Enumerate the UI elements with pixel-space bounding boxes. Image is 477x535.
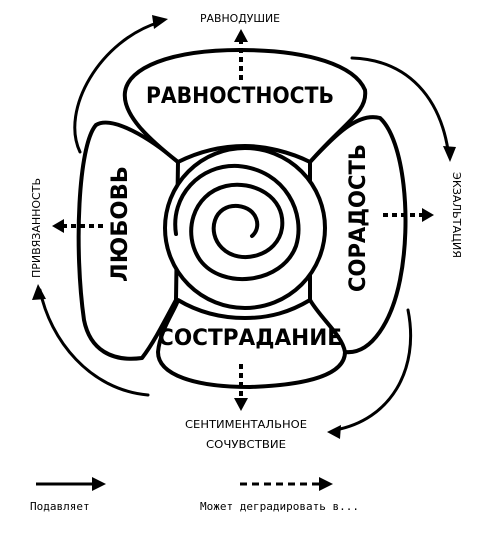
- degradation-right-label: ЭКЗАЛЬТАЦИЯ: [450, 172, 463, 258]
- arrow-right-to-bottom: [333, 308, 413, 432]
- arrow-right-to-bottom-head: [327, 425, 341, 439]
- legend: Подавляет Может деградировать в...: [30, 477, 359, 513]
- arrow-bottom-to-left: [38, 288, 150, 397]
- arrow-top-to-right: [350, 56, 450, 152]
- petals: [76, 48, 408, 389]
- center-spiral: [173, 163, 301, 282]
- degradation-bottom-label-line2: СОЧУВСТВИЕ: [206, 438, 286, 451]
- arrow-top-to-right-head: [443, 146, 456, 162]
- suppression-arrows: [32, 15, 456, 439]
- petal-top: [122, 48, 368, 164]
- legend-solid-head: [92, 477, 106, 491]
- arrow-bottom-to-left-head: [32, 284, 46, 300]
- dash-left-head: [52, 219, 64, 233]
- legend-dashed-label: Может деградировать в...: [200, 500, 359, 513]
- arrow-top-to-left: [73, 20, 162, 154]
- quality-right-label: СОРАДОСТЬ: [346, 144, 371, 292]
- center-circle: [163, 146, 327, 310]
- degradation-bottom-label-line1: СЕНТИМЕНТАЛЬНОЕ: [185, 418, 307, 431]
- dash-right-head: [422, 208, 434, 222]
- dash-down-head: [234, 398, 248, 411]
- legend-dashed-head: [319, 477, 333, 491]
- quality-top-label: РАВНОСТНОСТЬ: [146, 84, 334, 109]
- degradation-top-label: РАВНОДУШИЕ: [200, 12, 280, 25]
- legend-solid-label: Подавляет: [30, 500, 90, 513]
- degradation-arrows: [52, 29, 434, 411]
- arrow-top-to-left-head: [152, 15, 168, 29]
- degradation-left-label: ПРИВЯЗАННОСТЬ: [30, 178, 43, 278]
- quality-left-label: ЛЮБОВЬ: [108, 166, 133, 282]
- petal-left: [76, 120, 180, 361]
- quality-bottom-label: СОСТРАДАНИЕ: [158, 326, 342, 351]
- dash-up-head: [234, 29, 248, 42]
